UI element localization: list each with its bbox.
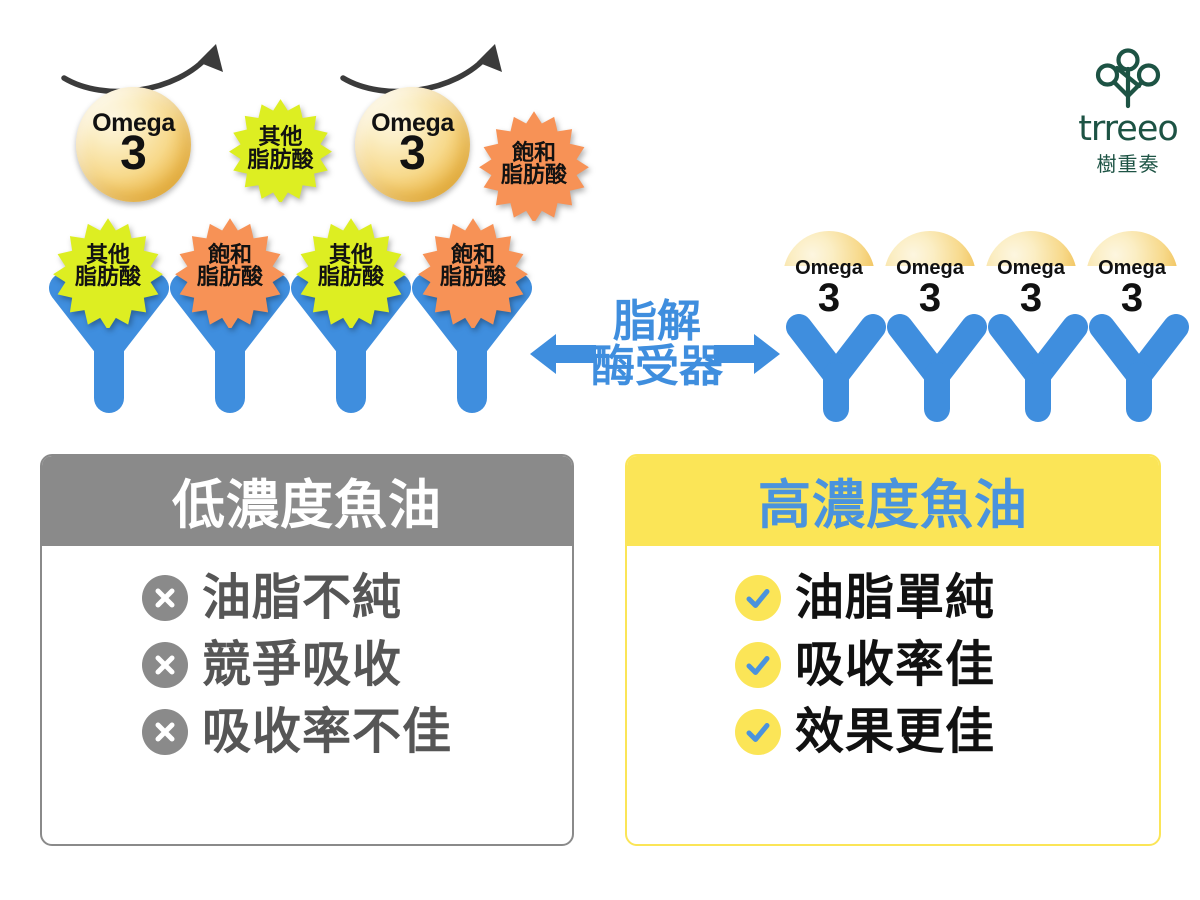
list-item: 油脂單純 (735, 572, 995, 624)
omega-word: Omega (795, 257, 863, 279)
starburst-shape-icon (418, 218, 528, 328)
arrow-left-icon (530, 334, 596, 374)
receptor-y-left-2 (170, 273, 290, 413)
starburst-shape-icon (229, 99, 332, 202)
omega-word: Omega (1098, 257, 1166, 279)
list-item: 競爭吸收 (142, 635, 403, 693)
receptor-y-right-2 (887, 314, 987, 422)
brand-wordmark: trreeo (1078, 109, 1179, 149)
panel-low-item-label: 吸收率不佳 (202, 702, 453, 760)
list-item: 油脂不純 (142, 572, 402, 624)
badge-line-1: 其他 (328, 242, 373, 268)
x-mark-icon (142, 574, 188, 621)
badge-line-1: 其他 (85, 242, 130, 268)
receptor-y-right-3 (988, 314, 1088, 422)
list-item: 吸收率不佳 (142, 702, 453, 760)
panel-high-item-label: 效果更佳 (795, 702, 996, 760)
fatty-acid-badge-saturated-floating: 飽和 脂肪酸 (478, 109, 590, 221)
panel-low-title: 低濃度魚油 (42, 456, 572, 546)
omega-number: 3 (1120, 276, 1144, 320)
omega-word: Omega (371, 109, 454, 138)
lipase-receptor-label: 脂解 酶受器 (576, 296, 738, 392)
panel-high-title: 高濃度魚油 (627, 456, 1159, 546)
brand-logo: trreeo 樹重奏 (1058, 48, 1198, 174)
receptor-y-right-4 (1089, 314, 1189, 422)
omega3-sphere-floating-2: Omega 3 (355, 87, 470, 202)
starburst-shape-icon (296, 218, 406, 328)
list-item: 效果更佳 (735, 702, 996, 760)
badge-line-2: 脂肪酸 (500, 163, 567, 188)
badge-line-2: 脂肪酸 (317, 265, 384, 290)
badge-line-2: 脂肪酸 (247, 147, 314, 173)
badge-line-2: 脂肪酸 (196, 265, 263, 290)
badge-line-2: 脂肪酸 (74, 265, 141, 290)
badge-line-1: 其他 (258, 125, 303, 151)
omega-number: 3 (120, 127, 147, 181)
panel-low-feature-list: 油脂不純 競爭吸收 (42, 546, 572, 758)
brand-chinese-name: 樹重奏 (1096, 152, 1160, 176)
omega3-sphere-floating-1: Omega 3 (76, 87, 191, 202)
omega-word: Omega (92, 109, 175, 138)
panel-high-feature-list: 油脂單純 吸收率佳 效果更佳 (627, 546, 1159, 758)
omega-number: 3 (817, 276, 841, 320)
receptor-y-right-1 (786, 314, 886, 422)
starburst-shape-icon (53, 218, 163, 328)
badge-line-1: 飽和 (450, 242, 495, 268)
omega3-label-bound-2: Omega 3 (884, 258, 976, 318)
lipase-receptor-label-line2: 酶受器 (591, 340, 723, 392)
list-item: 吸收率佳 (735, 635, 996, 693)
tree-trio-logo-icon (1095, 48, 1161, 109)
panel-high-concentration: 高濃度魚油 油脂單純 吸收率佳 (625, 454, 1161, 846)
fatty-acid-badge-left-4: 飽和 脂肪酸 (417, 216, 529, 328)
omega-word: Omega (896, 257, 964, 279)
omega-word: Omega (997, 257, 1065, 279)
panel-low-item-label: 油脂不純 (202, 569, 403, 626)
omega-number: 3 (1019, 276, 1043, 320)
curved-arrow-icon-2 (340, 44, 502, 94)
fatty-acid-badge-other-floating: 其他 脂肪酸 (228, 97, 333, 202)
check-mark-icon (735, 574, 781, 621)
omega3-label-bound-3: Omega 3 (985, 258, 1077, 318)
panel-low-concentration: 低濃度魚油 油脂不純 (40, 454, 574, 846)
check-mark-icon (735, 708, 781, 755)
panel-high-item-label: 吸收率佳 (795, 635, 996, 693)
fatty-acid-badge-left-1: 其他 脂肪酸 (52, 216, 164, 328)
starburst-shape-icon (175, 218, 285, 328)
x-mark-icon (142, 708, 188, 755)
arrow-right-icon (714, 334, 780, 374)
receptor-y-left-3 (291, 273, 411, 413)
badge-line-1: 飽和 (511, 140, 556, 166)
omega-number: 3 (399, 127, 426, 181)
badge-line-2: 脂肪酸 (439, 265, 506, 290)
check-mark-icon (735, 641, 781, 688)
starburst-shape-icon (479, 111, 589, 221)
lipase-receptor-label-line1: 脂解 (613, 296, 701, 347)
omega3-label-bound-1: Omega 3 (783, 258, 875, 318)
omega-number: 3 (918, 276, 942, 320)
omega3-label-bound-4: Omega 3 (1086, 258, 1178, 318)
fatty-acid-badge-left-3: 其他 脂肪酸 (295, 216, 407, 328)
panel-high-item-label: 油脂單純 (795, 569, 996, 626)
badge-line-1: 飽和 (207, 242, 252, 268)
panel-low-item-label: 競爭吸收 (202, 635, 403, 693)
fatty-acid-badge-left-2: 飽和 脂肪酸 (174, 216, 286, 328)
curved-arrow-icon-1 (61, 44, 223, 94)
x-mark-icon (142, 641, 188, 688)
